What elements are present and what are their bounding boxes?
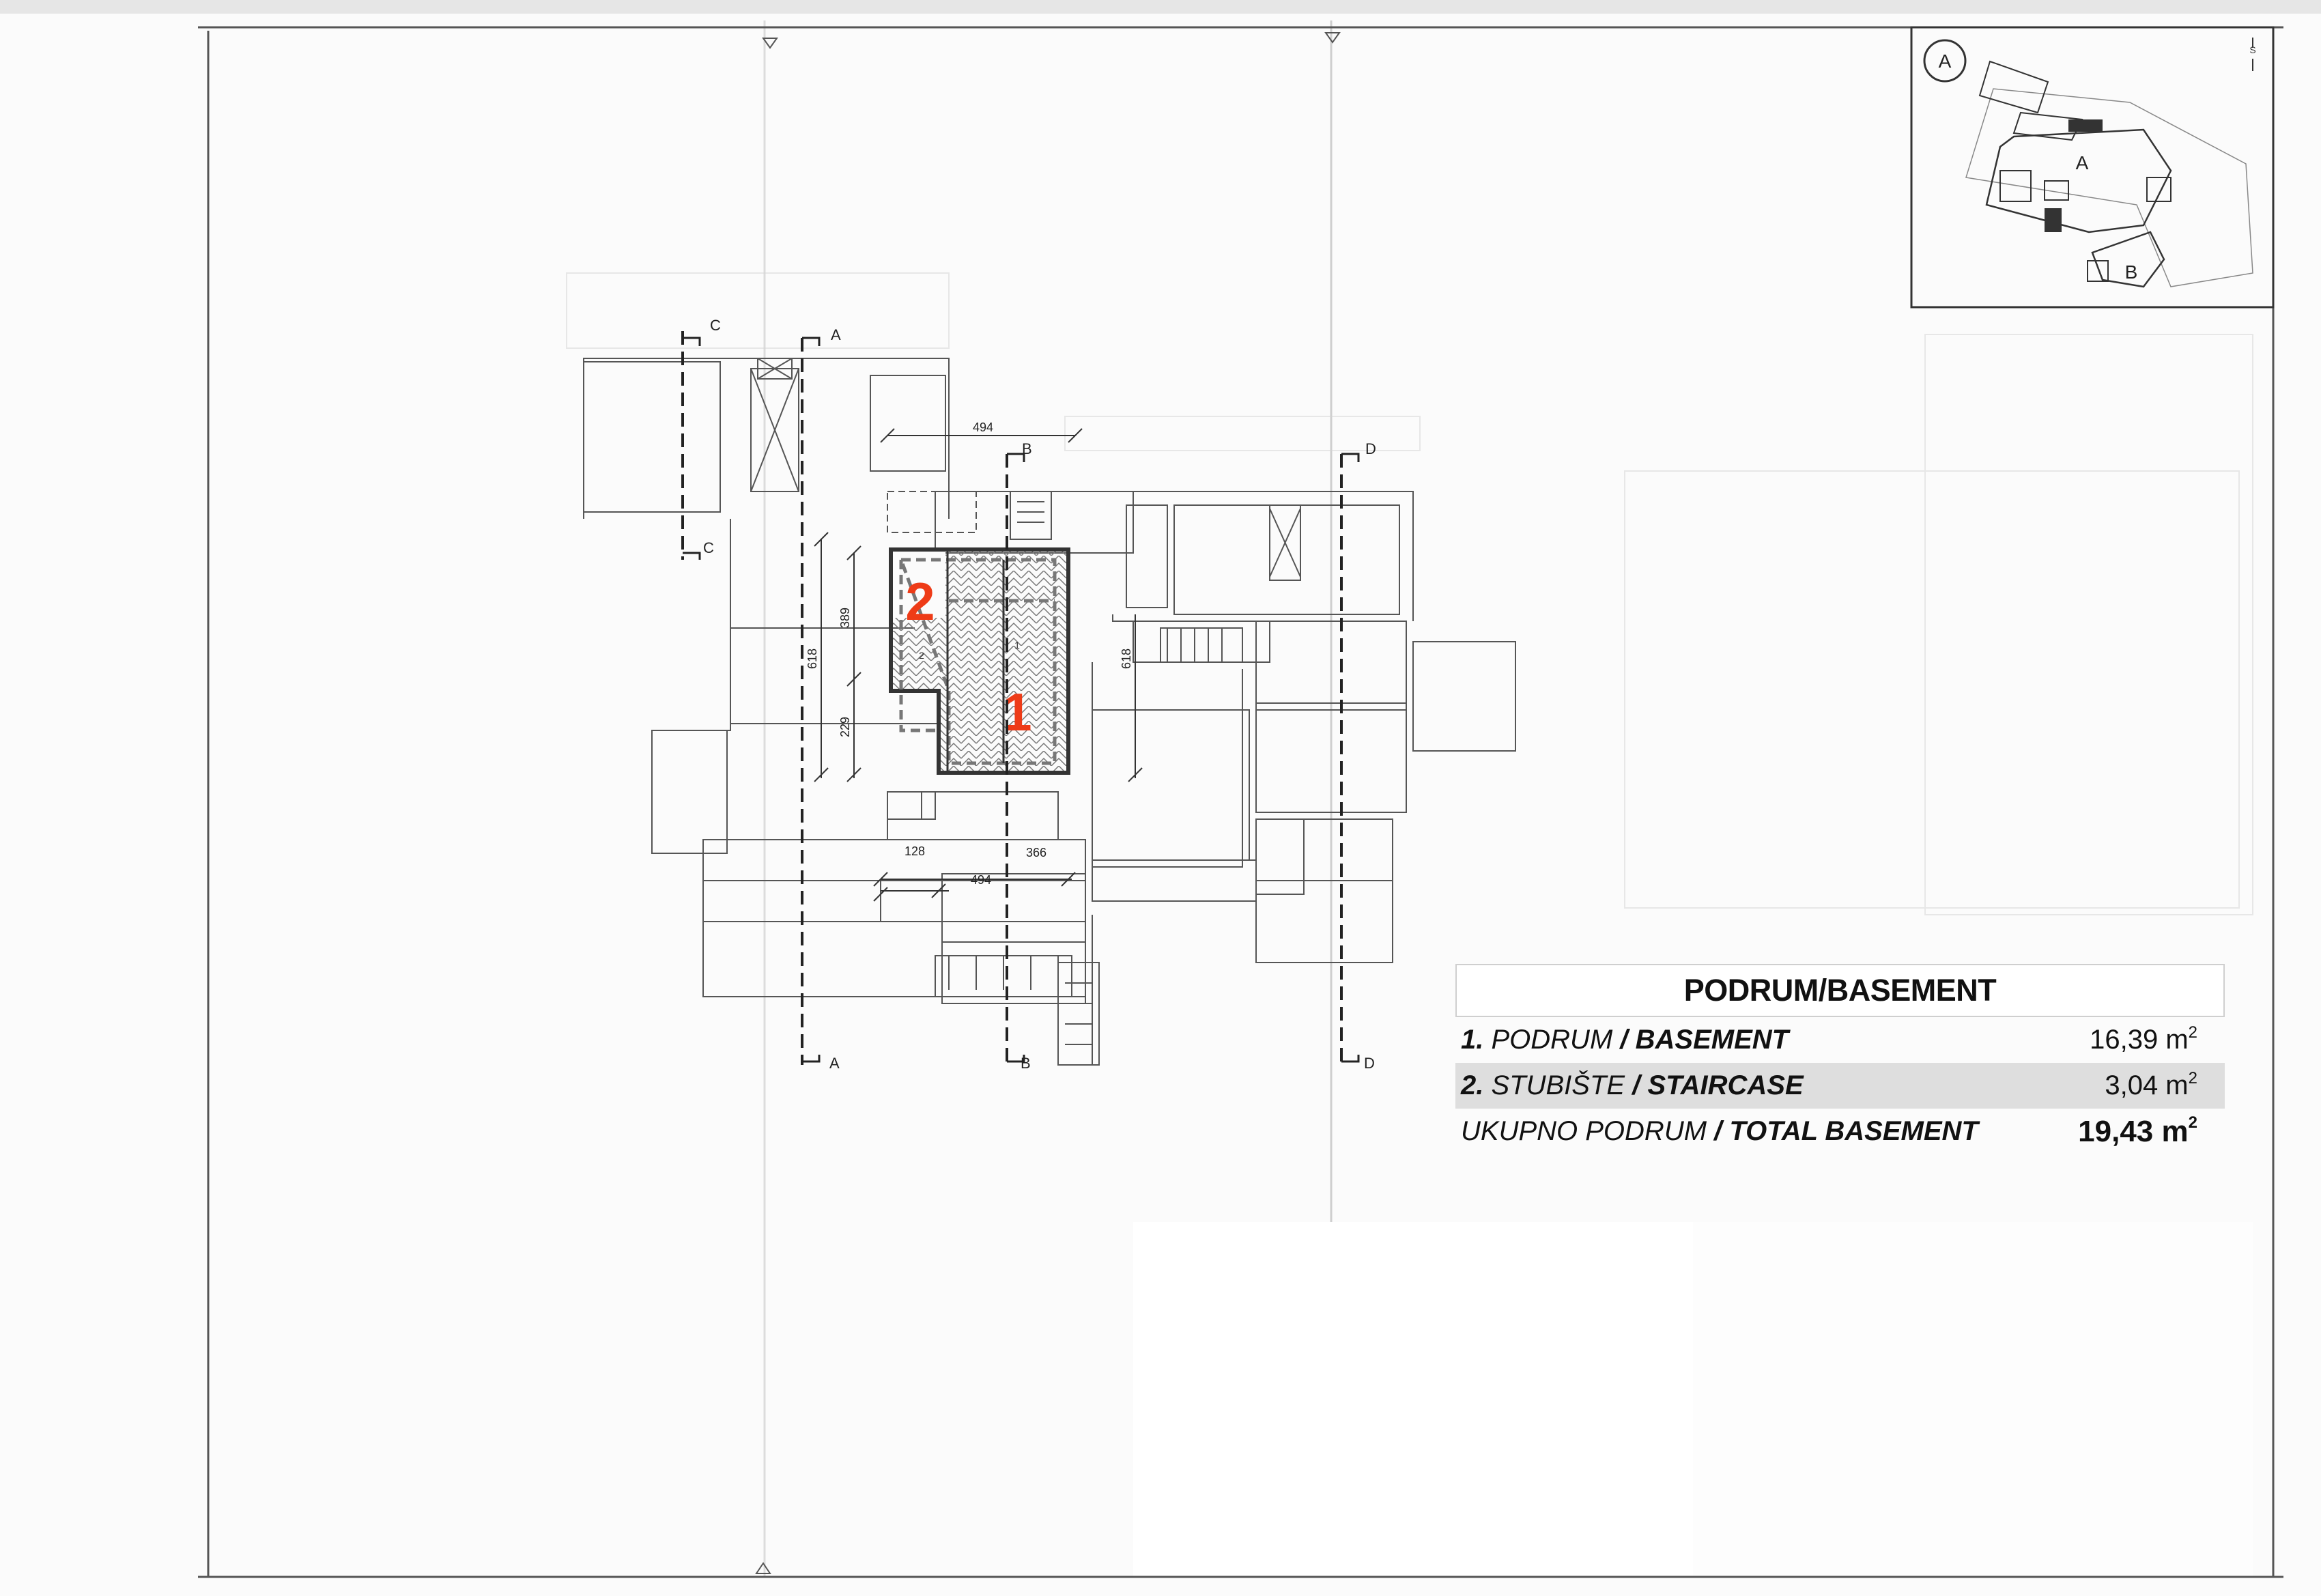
legend-total-local-name: UKUPNO PODRUM — [1461, 1116, 1707, 1146]
legend-row-local-name: PODRUM — [1491, 1025, 1613, 1055]
area-legend: PODRUM/BASEMENT 1. PODRUM / BASEMENT 16,… — [1455, 964, 2225, 1154]
dimension-lines — [814, 428, 1143, 902]
legend-row-area-unit-exponent: 2 — [2188, 1069, 2197, 1087]
dimension-229: 229 — [838, 717, 852, 737]
legend-total-area: 19,43 m — [2078, 1114, 2189, 1148]
floor-plan — [583, 358, 1516, 1066]
section-mark-a-bottom: A — [829, 1055, 840, 1072]
legend-row-separator: / — [1620, 1025, 1628, 1055]
key-plan: A S A B — [1910, 26, 2275, 309]
dimension-618-left: 618 — [806, 649, 819, 669]
section-mark-b-bottom: B — [1021, 1055, 1031, 1072]
section-mark-b-top: B — [1022, 440, 1032, 457]
legend-row-area: 16,39 m — [2090, 1025, 2189, 1055]
section-mark-d-top: D — [1365, 440, 1376, 457]
legend-row-separator: / — [1632, 1070, 1640, 1100]
legend-row-local-name: STUBIŠTE — [1491, 1070, 1625, 1100]
legend-row-number: 1. — [1461, 1025, 1484, 1055]
section-mark-c-bottom: C — [703, 539, 714, 556]
legend-title: PODRUM/BASEMENT — [1455, 964, 2225, 1017]
legend-total-english-name: TOTAL BASEMENT — [1729, 1116, 1978, 1146]
dimension-366: 366 — [1026, 846, 1046, 859]
legend-row-staircase: 2. STUBIŠTE / STAIRCASE 3,04 m2 — [1455, 1063, 2225, 1109]
key-plan-label: A — [1939, 51, 1952, 72]
key-plan-building-a: A — [2076, 152, 2089, 173]
dimension-494-top: 494 — [973, 421, 993, 434]
dimension-494-bottom: 494 — [971, 873, 991, 887]
legend-row-number: 2. — [1461, 1070, 1484, 1100]
room-tag-2: 2 — [919, 650, 924, 661]
legend-row-english-name: STAIRCASE — [1647, 1070, 1804, 1100]
legend-total-separator: / — [1714, 1116, 1722, 1146]
dimension-128: 128 — [905, 844, 925, 858]
legend-row-area: 3,04 m — [2105, 1070, 2189, 1100]
basement-area-highlight: 2 1 2 1 — [889, 547, 1070, 775]
section-lines — [681, 331, 1360, 1065]
legend-row-basement: 1. PODRUM / BASEMENT 16,39 m2 — [1455, 1017, 2225, 1063]
section-mark-c-top: C — [710, 317, 721, 334]
key-plan-building-b: B — [2125, 261, 2138, 283]
legend-row-english-name: BASEMENT — [1635, 1025, 1789, 1055]
section-mark-d-bottom: D — [1364, 1055, 1375, 1072]
room-tag-1: 1 — [1014, 640, 1020, 651]
legend-row-area-unit-exponent: 2 — [2188, 1023, 2197, 1042]
room-number-2: 2 — [905, 571, 935, 631]
section-mark-a-top: A — [831, 326, 841, 343]
north-mark: S — [2249, 44, 2255, 55]
legend-total-area-unit-exponent: 2 — [2188, 1113, 2197, 1132]
legend-row-total: UKUPNO PODRUM / TOTAL BASEMENT 19,43 m2 — [1455, 1109, 2225, 1154]
dimension-389: 389 — [838, 608, 852, 628]
dimension-618-right: 618 — [1120, 649, 1133, 669]
